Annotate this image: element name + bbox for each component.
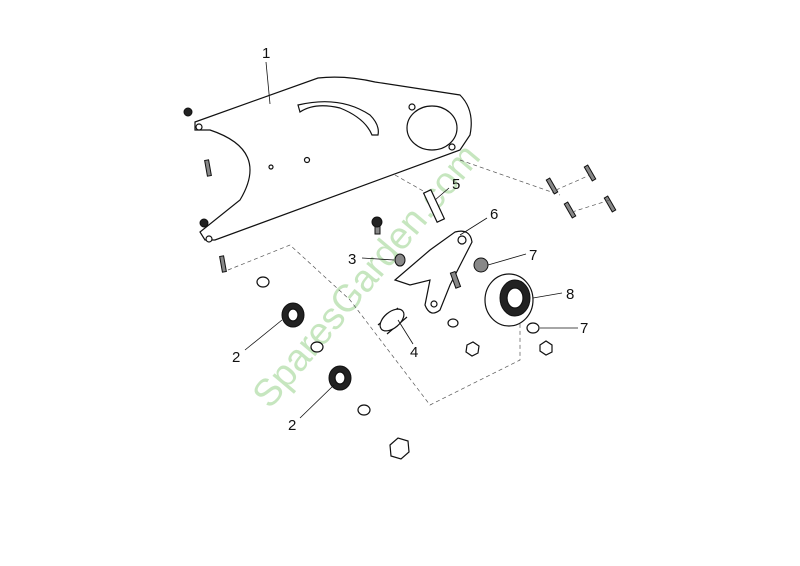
callout-7a: 7: [529, 247, 537, 264]
callout-6: 6: [490, 206, 498, 223]
callout-1: 1: [262, 45, 270, 62]
leader-lines: [244, 61, 578, 419]
callout-7b: 7: [580, 320, 588, 337]
spacer-7-lower: [526, 322, 553, 356]
right-bolt-group: [459, 159, 617, 219]
tension-arm-6: [371, 216, 473, 314]
arm-washer-nut: [447, 318, 480, 357]
spring-4: [377, 307, 408, 335]
callout-8: 8: [566, 286, 574, 303]
callout-4: 4: [410, 344, 418, 361]
bearing-upper: [256, 276, 324, 353]
stud-5: [394, 174, 446, 223]
plate-screws: [183, 107, 227, 273]
callout-2b: 2: [288, 417, 296, 434]
callout-3: 3: [348, 251, 356, 268]
pulley-8: [484, 273, 534, 327]
callout-5: 5: [452, 176, 460, 193]
callout-2a: 2: [232, 349, 240, 366]
spacer-3: [394, 253, 406, 267]
spacer-7-top: [473, 257, 489, 273]
callouts: 1 2 2 3 4 5 6 7 7 8: [232, 45, 588, 434]
belt-guard-plate: [194, 76, 472, 243]
bearing-lower: [328, 365, 410, 460]
